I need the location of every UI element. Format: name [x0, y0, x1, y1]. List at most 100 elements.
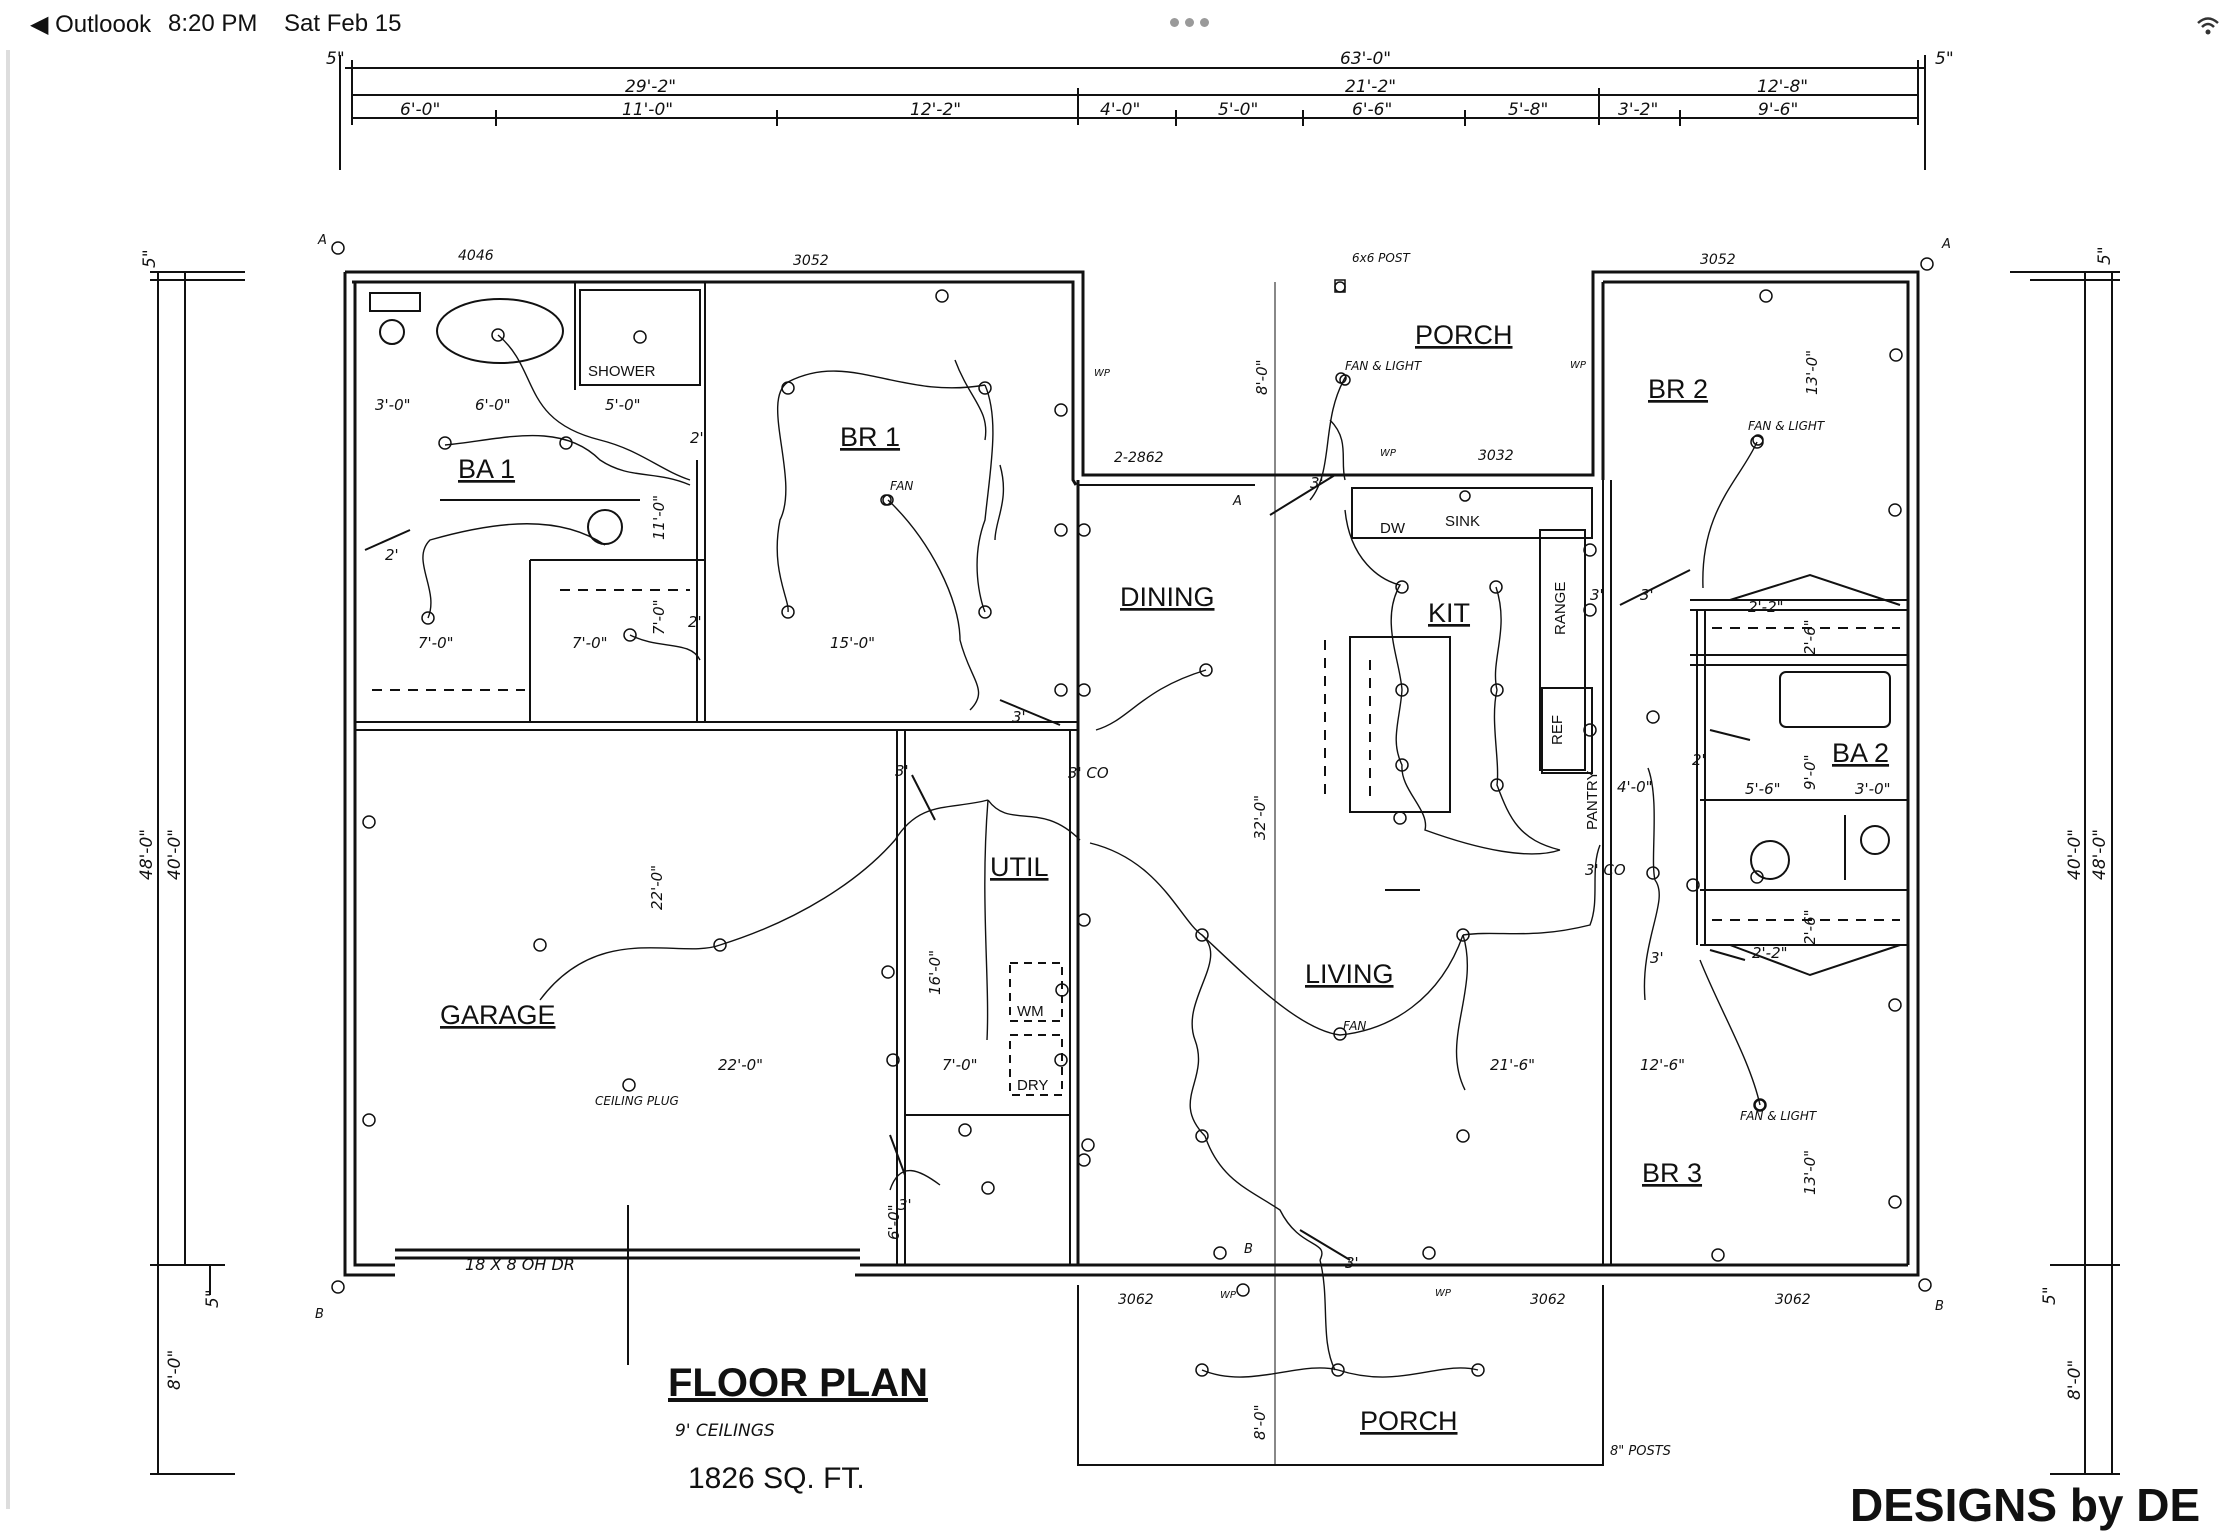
plan-ceilings-note: 9' CEILINGS: [675, 1421, 775, 1441]
label-fan-light-kit: FAN & LIGHT: [1345, 359, 1423, 373]
dim-door-2c: 2': [688, 613, 702, 631]
electrical-wiring: [422, 334, 1761, 1378]
dim-door-3f: 3': [898, 1196, 912, 1214]
mark-a-mid: A: [1232, 494, 1242, 509]
door-swings: [364, 474, 1901, 1261]
label-fan-light-br2: FAN & LIGHT: [1748, 419, 1826, 433]
label-fan-living: FAN: [1343, 1019, 1366, 1033]
window-3062-b: 3062: [1530, 1292, 1566, 1308]
plan-title: FLOOR PLAN: [668, 1361, 928, 1405]
interior-dimension-text: 3'-0" 6'-0" 5'-0" 11'-0" 7'-0" 7'-0" 7'-…: [375, 350, 1891, 1440]
status-bar: ◀ Outloook 8:20 PM Sat Feb 15: [0, 0, 2220, 46]
dim-right-porch: 8'-0": [2065, 1360, 2085, 1400]
dim-door-3a: 3': [1012, 708, 1026, 726]
top-dimension-text: 63'-0" 5" 5" 29'-2" 21'-2" 12'-8" 6'-0" …: [326, 49, 1954, 120]
mark-b-mid: B: [1244, 1242, 1253, 1257]
dim-d2: 11'-0": [622, 100, 673, 120]
dim-door-3g: 3': [1345, 1254, 1359, 1272]
dim-ba2-4: 4'-0": [1617, 778, 1653, 796]
room-label-porch-front: PORCH: [1415, 320, 1513, 350]
right-dimension-lines: [2010, 271, 2120, 1475]
dim-left-main: 40'-0": [165, 829, 185, 880]
dim-living-32: 32'-0": [1251, 795, 1269, 840]
dim-right-5b: 5": [2040, 1286, 2060, 1305]
top-dimension-lines: [339, 55, 1926, 170]
room-label-util: UTIL: [990, 852, 1049, 882]
dim-d1: 6'-0": [400, 100, 440, 120]
dim-br1-15: 15'-0": [830, 634, 875, 652]
status-date: Sat Feb 15: [284, 10, 402, 37]
title-block: FLOOR PLAN 9' CEILINGS 1826 SQ. FT.: [668, 1361, 928, 1495]
dim-right-5: 5": [2095, 246, 2115, 265]
room-label-kit: KIT: [1428, 598, 1470, 628]
dim-ba1-6: 6'-0": [475, 396, 511, 414]
label-dw: DW: [1380, 520, 1406, 537]
dim-ba1-7c: 7'-0": [650, 599, 668, 635]
room-label-living: LIVING: [1305, 959, 1394, 989]
dim-d5: 5'-0": [1218, 100, 1258, 120]
dim-ba2-55: 5'-6": [1745, 780, 1781, 798]
dim-br3-12: 12'-6": [1640, 1056, 1685, 1074]
dim-d9: 9'-6": [1758, 100, 1798, 120]
dim-right-offset: 5": [1935, 49, 1954, 69]
switch-wp-3: WP: [1570, 360, 1587, 371]
label-range: RANGE: [1552, 582, 1569, 635]
dim-co-a: 3' CO: [1068, 764, 1109, 782]
label-ref: REF: [1549, 715, 1566, 745]
dim-ba1-3: 3'-0": [375, 396, 411, 414]
mark-b-right: B: [1935, 1299, 1944, 1314]
dim-door-2b: 2': [690, 429, 704, 447]
dim-right-total: 48'-0": [2090, 829, 2110, 880]
more-dots-icon[interactable]: [1170, 18, 1220, 28]
dim-ba1-7b: 7'-0": [572, 634, 608, 652]
dim-co-b: 3' CO: [1585, 861, 1626, 879]
label-shower: SHOWER: [588, 363, 656, 380]
dim-ba1-5: 5'-0": [605, 396, 641, 414]
back-to-app-link[interactable]: ◀ Outloook: [30, 11, 152, 38]
switch-wp-2: WP: [1380, 448, 1397, 459]
dim-d7: 5'-8": [1508, 100, 1548, 120]
window-3062-a: 3062: [1118, 1292, 1154, 1308]
room-label-garage: GARAGE: [440, 1000, 556, 1030]
dim-d3: 12'-2": [910, 100, 961, 120]
brand-logo-text: DESIGNS by DE: [1850, 1479, 2201, 1531]
dim-clo-22a: 2'-2": [1748, 598, 1784, 616]
floor-plan-document[interactable]: PORCH BR 1 BA 1 BR 2 DINING KIT BA 2 UTI…: [0, 46, 2220, 1509]
interior-walls: [355, 282, 1908, 1466]
dim-d8: 3'-2": [1618, 100, 1658, 120]
dim-garage-22h: 22'-0": [718, 1056, 763, 1074]
window-3052-br1: 3052: [793, 253, 829, 269]
mark-a-right: A: [1941, 237, 1951, 252]
dim-seg-c: 12'-8": [1757, 77, 1808, 97]
dim-right-main: 40'-0": [2065, 829, 2085, 880]
mark-b-left: B: [315, 1307, 324, 1322]
status-time: 8:20 PM: [168, 10, 258, 37]
dim-util-7: 7'-0": [942, 1056, 978, 1074]
dim-door-3e: 3': [1650, 949, 1664, 967]
label-posts: 8" POSTS: [1610, 1444, 1671, 1459]
dim-util-16: 16'-0": [926, 950, 944, 995]
label-garage-door: 18 X 8 OH DR: [465, 1255, 575, 1274]
room-label-dining: DINING: [1120, 582, 1215, 612]
label-ceiling-plug: CEILING PLUG: [595, 1094, 679, 1108]
dim-door-3d: 3': [1640, 586, 1654, 604]
room-label-ba2: BA 2: [1832, 738, 1889, 768]
fixture-labels: SHOWER SINK DW RANGE REF PANTRY WM DRY F…: [465, 251, 1826, 1459]
window-4046: 4046: [458, 248, 494, 264]
dim-left-offset: 5": [326, 49, 345, 69]
dim-left-porch: 8'-0": [165, 1350, 185, 1390]
window-2862: 2-2862: [1114, 450, 1164, 466]
dim-d4: 4'-0": [1100, 100, 1140, 120]
dim-left-total: 48'-0": [137, 829, 157, 880]
label-sink: SINK: [1445, 513, 1480, 530]
dim-br2-13: 13'-0": [1803, 350, 1821, 395]
plan-area: 1826 SQ. FT.: [688, 1462, 865, 1495]
label-fan: FAN: [890, 479, 913, 493]
switch-wp-1: WP: [1094, 368, 1111, 379]
switch-wp-5: WP: [1435, 1288, 1452, 1299]
exterior-walls: [343, 270, 1920, 1277]
dim-porch-8a: 8'-0": [1253, 359, 1271, 395]
dim-ba1-7a: 7'-0": [418, 634, 454, 652]
dim-overall: 63'-0": [1340, 49, 1391, 69]
room-label-br1: BR 1: [840, 422, 900, 452]
